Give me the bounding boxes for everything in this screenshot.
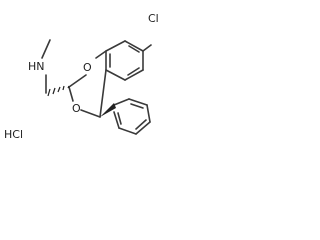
stereo-bonds xyxy=(47,85,116,117)
oxygen-label-lower: O xyxy=(72,102,81,115)
oxygen-label-upper: O xyxy=(83,61,92,74)
hydrochloride-label: HCl xyxy=(4,128,23,141)
hashed-bond xyxy=(47,85,70,97)
wedge-bond xyxy=(100,103,116,117)
skeletal-bonds xyxy=(41,39,152,135)
amine-label: HN xyxy=(28,60,45,73)
chlorine-label: Cl xyxy=(148,12,159,25)
molecular-structure: Cl HN O O HCl xyxy=(4,12,159,141)
atom-labels: Cl HN O O xyxy=(28,12,159,115)
